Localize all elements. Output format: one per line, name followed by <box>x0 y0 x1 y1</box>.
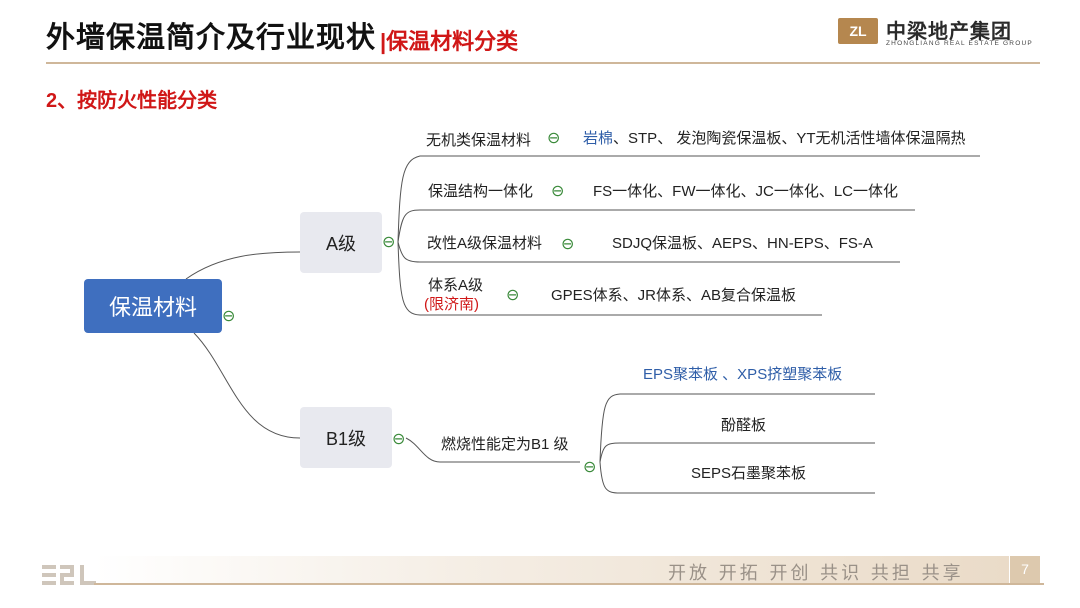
page-title: 外墙保温简介及行业现状 <box>46 22 377 54</box>
connector-b1-phenolic <box>599 442 875 463</box>
connector-a-integrated <box>397 209 915 243</box>
b1-item: 酚醛板 <box>721 417 767 434</box>
branch-category: 保温结构一体化 <box>428 183 534 200</box>
branch-items: GPES体系、JR体系、AB复合保温板 <box>551 287 797 304</box>
header-divider <box>46 62 1040 64</box>
footer-divider <box>94 583 1044 585</box>
connector-b1-seps <box>599 461 875 494</box>
collapse-icon[interactable]: ⊖ <box>561 236 575 253</box>
branch-items: SDJQ保温板、AEPS、HN-EPS、FS-A <box>612 235 873 252</box>
branch-category: 燃烧性能定为B1 级 <box>441 436 569 453</box>
highlight-item: 岩棉 <box>583 130 614 147</box>
connector-a-inorganic <box>397 155 980 243</box>
footer-slogan: 开放 开拓 开创 共识 共担 共享 <box>668 563 964 584</box>
branch-category: 改性A级保温材料 <box>427 235 543 252</box>
item-list: 、STP、 发泡陶瓷保温板、YT无机活性墙体保温隔热 <box>613 130 966 147</box>
connector-b1-eps <box>599 393 875 463</box>
collapse-icon[interactable]: ⊖ <box>583 459 597 476</box>
collapse-icon[interactable]: ⊖ <box>392 431 406 448</box>
collapse-icon[interactable]: ⊖ <box>222 308 236 325</box>
company-name: 中梁地产集团 <box>886 21 1012 43</box>
collapse-icon[interactable]: ⊖ <box>382 234 396 251</box>
connector-a-modified <box>397 241 900 263</box>
connector-b1-category <box>405 437 580 463</box>
page-subtitle: |保温材料分类 <box>380 29 519 54</box>
collapse-icon[interactable]: ⊖ <box>551 183 565 200</box>
section-heading: 2、按防火性能分类 <box>46 90 218 112</box>
company-logo-icon: ZL <box>838 18 878 44</box>
b1-item: SEPS石墨聚苯板 <box>691 465 807 482</box>
collapse-icon[interactable]: ⊖ <box>506 287 520 304</box>
branch-note: (限济南) <box>424 296 479 313</box>
footer-logo-icon <box>42 565 96 585</box>
connector-root-b1 <box>193 332 301 439</box>
root-node: 保温材料 <box>84 279 222 333</box>
page-number: 7 <box>1010 556 1040 583</box>
a-grade-node: A级 <box>300 212 382 273</box>
connector-a-system <box>397 241 822 316</box>
branch-items: 岩棉、STP、 发泡陶瓷保温板、YT无机活性墙体保温隔热 <box>583 127 966 148</box>
b1-grade-node: B1级 <box>300 407 392 468</box>
branch-category: 无机类保温材料 <box>426 132 532 149</box>
b1-item: EPS聚苯板 、XPS挤塑聚苯板 <box>643 366 843 383</box>
branch-items: FS一体化、FW一体化、JC一体化、LC一体化 <box>593 183 898 200</box>
collapse-icon[interactable]: ⊖ <box>547 130 561 147</box>
branch-category: 体系A级 <box>428 277 484 294</box>
footer-band <box>94 556 1009 583</box>
company-name-en: ZHONGLIANG REAL ESTATE GROUP <box>886 40 1033 47</box>
connector-root-a <box>185 251 301 280</box>
